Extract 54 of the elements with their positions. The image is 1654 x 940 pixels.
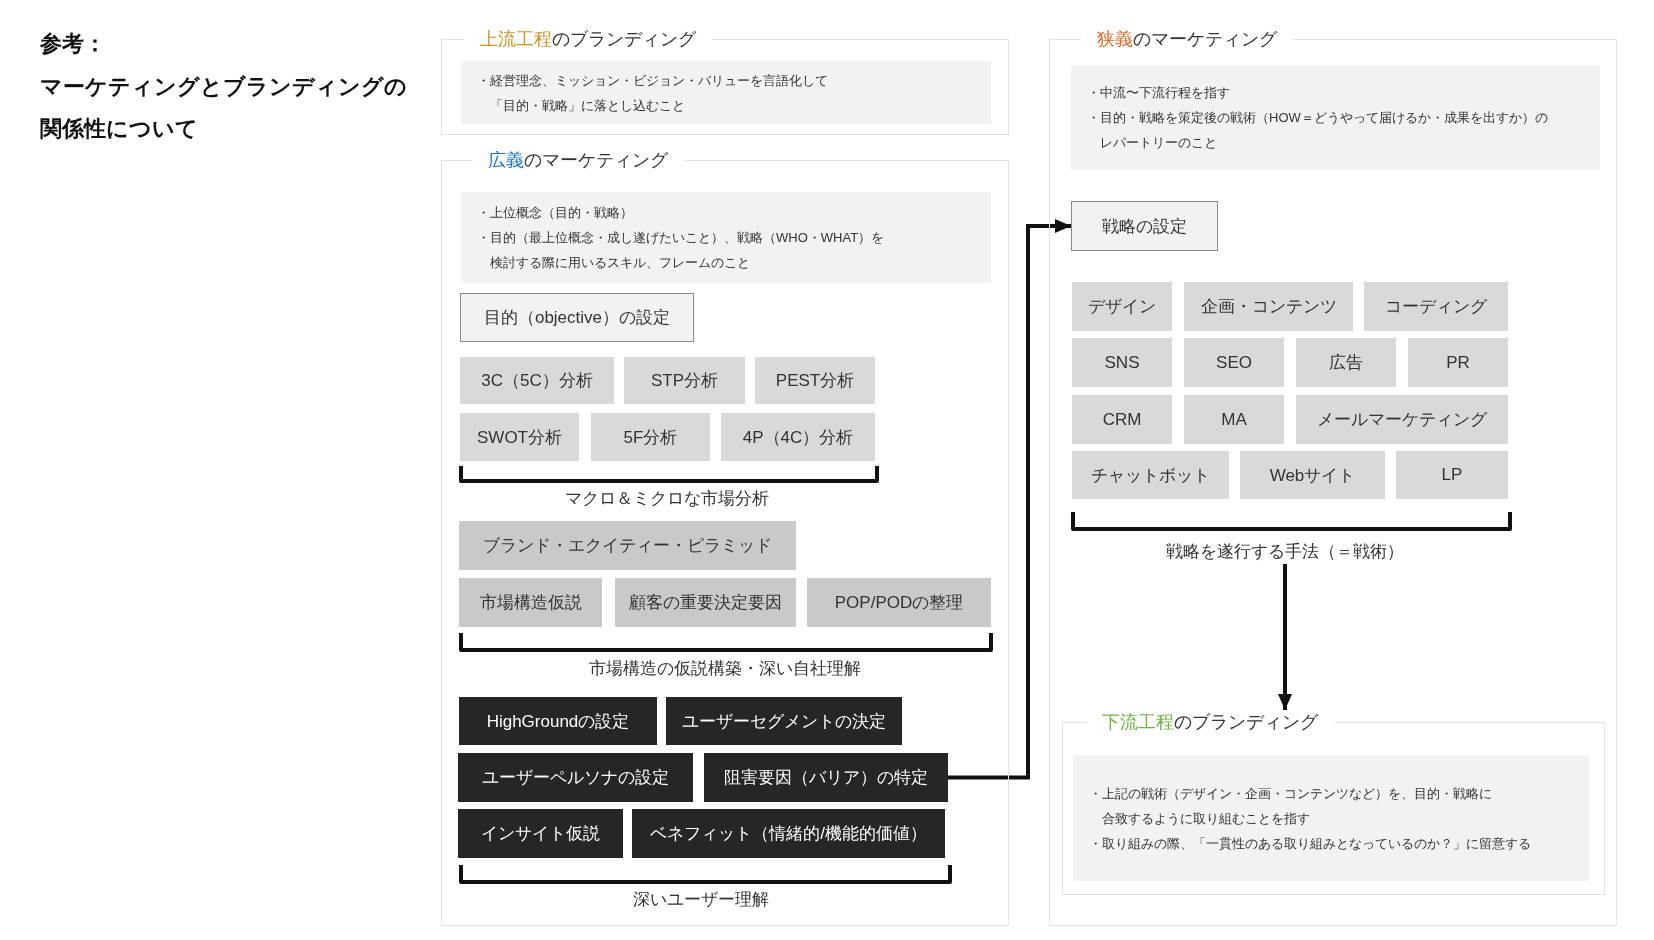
setting-box: 目的（objective）の設定	[460, 293, 694, 342]
framework-chip: 3C（5C）分析	[460, 357, 614, 404]
section-heading: 上流工程のブランディング	[464, 27, 712, 51]
framework-chip: STP分析	[624, 357, 745, 404]
bracket-caption: マクロ＆ミクロな市場分析	[565, 488, 769, 510]
section-heading: 広義のマーケティング	[472, 148, 684, 172]
framework-chip: 顧客の重要決定要因	[615, 578, 796, 627]
description-text: ・目的（最上位概念・成し遂げたいこと）、戦略（WHO・WHAT）を検討する際に用いるスキル、フレームのこと	[477, 229, 886, 272]
arrow	[948, 219, 1071, 780]
framework-chip: ユーザーセグメントの決定	[666, 697, 902, 745]
section-panel	[1049, 27, 1617, 926]
tactic-chip: SEO	[1184, 338, 1284, 387]
tactic-chip: LP	[1396, 451, 1508, 499]
arrow	[1278, 564, 1292, 710]
tactic-chip: SNS	[1072, 338, 1172, 387]
bracket-caption: 市場構造の仮説構築・深い自社理解	[589, 658, 861, 680]
framework-chip: 4P（4C）分析	[721, 413, 875, 461]
framework-chip: ユーザーペルソナの設定	[458, 753, 693, 802]
tactic-chip: CRM	[1072, 395, 1172, 444]
framework-chip: POP/PODの整理	[807, 578, 991, 627]
framework-chip: HighGroundの設定	[459, 697, 657, 745]
framework-chip: SWOT分析	[460, 413, 579, 461]
reference-label: 参考：	[40, 31, 106, 57]
framework-chip: ベネフィット（情緒的/機能的価値）	[632, 809, 945, 858]
page-title: マーケティングとブランディングの関係性について	[40, 73, 408, 143]
tactic-chip: Webサイト	[1240, 451, 1385, 499]
setting-box: 戦略の設定	[1071, 201, 1218, 251]
tactic-chip: 広告	[1296, 338, 1396, 387]
description-text: ・中流〜下流行程を指す	[1087, 84, 1230, 102]
description-text: ・目的・戦略を策定後の戦術（HOW＝どうやって届けるか・成果を出すか）のレパートリーのこと	[1087, 109, 1549, 152]
framework-chip: インサイト仮説	[458, 809, 623, 858]
framework-chip: 阻害要因（バリア）の特定	[704, 753, 948, 802]
framework-chip: PEST分析	[755, 357, 875, 404]
section-heading: 狭義のマーケティング	[1081, 27, 1293, 51]
tactic-chip: チャットボット	[1072, 451, 1229, 499]
description-text: ・取り組みの際、「一貫性のある取り組みとなっているのか？」に留意する	[1089, 834, 1531, 853]
bracket-caption: 戦略を遂行する手法（＝戦術）	[1166, 540, 1404, 564]
section-panel	[1062, 710, 1605, 895]
framework-chip: 5F分析	[591, 413, 710, 461]
description-text: ・上記の戦術（デザイン・企画・コンテンツなど）を、目的・戦略に合致するように取り組むことを指す	[1089, 784, 1493, 828]
tactic-chip: 企画・コンテンツ	[1184, 282, 1353, 331]
tactic-chip: メールマーケティング	[1296, 395, 1508, 444]
tactic-chip: PR	[1408, 338, 1508, 387]
framework-chip: ブランド・エクイティー・ピラミッド	[459, 521, 796, 570]
tactic-chip: デザイン	[1072, 282, 1172, 331]
description-text: ・経営理念、ミッション・ビジョン・バリューを言語化して「目的・戦略」に落とし込むこと	[477, 71, 829, 115]
bracket-caption: 深いユーザー理解	[633, 889, 769, 911]
tactic-chip: MA	[1184, 395, 1284, 444]
tactic-chip: コーディング	[1364, 282, 1508, 331]
description-text: ・上位概念（目的・戦略）	[477, 204, 633, 222]
section-panel	[441, 148, 1009, 926]
section-heading: 下流工程のブランディング	[1086, 710, 1334, 734]
framework-chip: 市場構造仮説	[459, 578, 602, 627]
section-panel	[441, 27, 1009, 135]
